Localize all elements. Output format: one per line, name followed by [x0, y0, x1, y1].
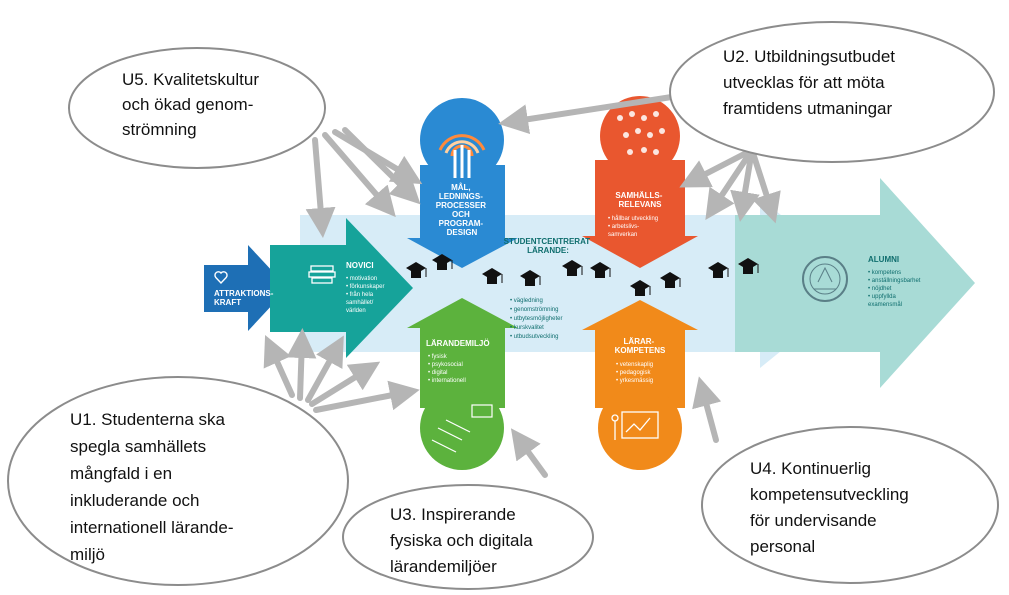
novici-arrow — [270, 218, 413, 358]
u5-arrow — [322, 132, 396, 218]
goals-label: MÅL, LEDNINGS- PROCESSER OCH PROGRAM- DE… — [436, 183, 488, 237]
graduation-cap-icon — [708, 262, 729, 278]
u5-arrow — [305, 137, 336, 238]
attraction-label: ATTRAKTIONS- KRAFT — [214, 289, 276, 307]
u2-arrow — [498, 93, 681, 135]
u1-arrow — [309, 361, 381, 407]
u2-arrow — [705, 147, 755, 220]
graduation-cap-icon — [660, 272, 681, 288]
crowd-icon — [617, 111, 665, 155]
alumni-list: • kompetens • anställningsbarhet • nöjdh… — [868, 270, 922, 308]
novici-list: • motivation • förkunskaper • från hela … — [346, 276, 386, 314]
goals-down-arrow — [407, 165, 518, 268]
graduation-cap-icon — [590, 262, 611, 278]
graduation-cap-icon — [432, 254, 453, 270]
u2-arrow — [749, 147, 781, 224]
graduation-cap-icon — [520, 270, 541, 286]
u4-callout-text: U4. Kontinuerlig kompetensutveckling för… — [750, 459, 914, 556]
u2-callout-text: U2. Utbildningsutbudet utvecklas för att… — [723, 47, 900, 118]
u4-arrow — [692, 376, 722, 443]
novici-title: NOVICI — [346, 261, 374, 270]
u5-callout — [68, 47, 326, 169]
u3-callout-text: U3. Inspirerande fysiska och digitala lä… — [390, 505, 537, 576]
alumni-title: ALUMNI — [868, 255, 899, 264]
attraction-arrow — [204, 245, 288, 331]
center-list: • vägledning • genomströmning • utbytesm… — [510, 298, 564, 340]
graduation-cap-icon — [630, 280, 651, 296]
u1-callout — [7, 376, 349, 586]
u1-arrow — [286, 328, 317, 401]
u2-arrow — [730, 147, 760, 222]
society-title: SAMHÄLLS- RELEVANS — [615, 191, 664, 209]
graduation-cap-icon — [482, 268, 503, 284]
kth-seal-icon — [802, 256, 848, 302]
teacher-title: LÄRAR- KOMPETENS — [615, 337, 666, 355]
callout-arrows — [263, 93, 781, 478]
center-title: STUDENTCENTRERAT LÄRANDE: — [504, 237, 593, 255]
society-list: • hållbar utveckling • arbetslivs- samve… — [608, 215, 660, 238]
signal-tower-icon — [438, 134, 486, 178]
u1-callout-text: U1. Studenterna ska spegla samhällets må… — [70, 410, 238, 564]
environment-up-arrow — [407, 298, 518, 408]
environment-list: • fysisk • psykosocial • digital • inter… — [428, 354, 466, 384]
u3-callout — [342, 484, 594, 590]
teacher-list: • vetenskaplig • pedagogisk • yrkesmässi… — [616, 362, 655, 384]
teacher-up-arrow — [582, 300, 698, 408]
u5-arrow — [342, 127, 421, 205]
u5-callout-text: U5. Kvalitetskultur och ökad genom- strö… — [122, 70, 264, 139]
graduation-cap-icon — [406, 262, 427, 278]
books-icon — [308, 265, 336, 284]
goals-circle — [420, 98, 504, 182]
alumni-arrow — [735, 178, 975, 388]
graduation-cap-icon — [562, 260, 583, 276]
graduation-cap-icon — [738, 258, 759, 274]
u2-arrow — [679, 147, 755, 188]
heart-icon — [214, 271, 228, 285]
u1-arrow — [263, 335, 295, 398]
teacher-circle — [598, 386, 682, 470]
u1-arrow — [305, 335, 344, 403]
classroom-icon — [431, 404, 493, 453]
u4-callout — [701, 426, 999, 584]
u1-arrow — [313, 380, 420, 413]
u2-callout — [669, 21, 995, 163]
society-down-arrow — [582, 160, 698, 268]
teacher-board-icon — [611, 411, 659, 440]
environment-title: LÄRANDEMILJÖ — [426, 339, 490, 348]
u3-arrow — [510, 428, 548, 478]
